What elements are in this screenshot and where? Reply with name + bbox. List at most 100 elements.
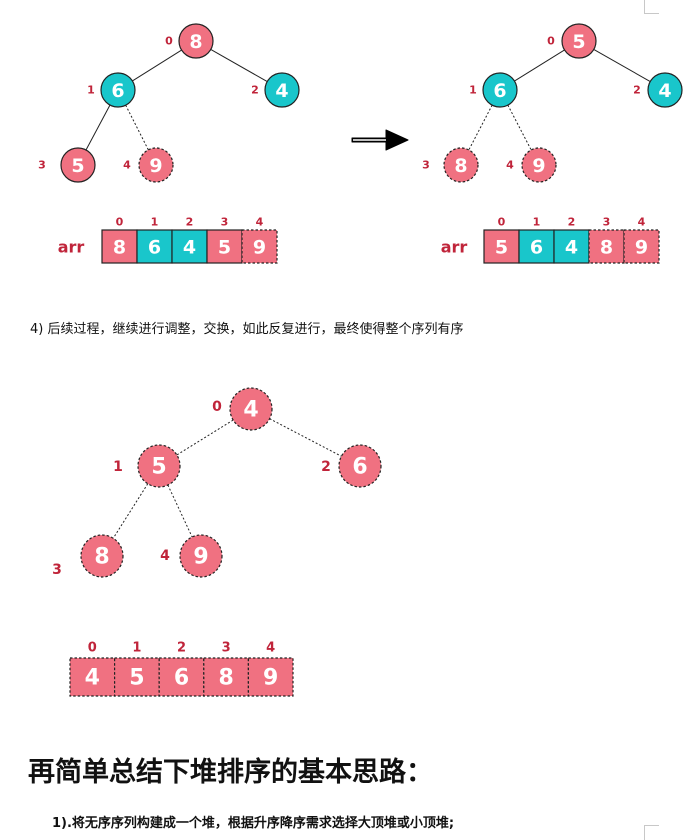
array-cell bbox=[203, 657, 250, 697]
tree-node bbox=[100, 72, 136, 108]
tree-node-value: 6 bbox=[352, 455, 367, 480]
tree-node-value: 4 bbox=[275, 80, 288, 102]
array-cell-value: 8 bbox=[113, 237, 126, 259]
page-corner-mark bbox=[644, 825, 659, 840]
transition-arrow-icon bbox=[351, 129, 409, 151]
tree-node bbox=[521, 147, 557, 183]
tree-node-value: 6 bbox=[493, 80, 506, 102]
array-label: arr bbox=[58, 238, 85, 257]
tree-node bbox=[561, 23, 597, 59]
tree-node bbox=[178, 23, 214, 59]
array-label: arr bbox=[441, 238, 468, 257]
tree-edge bbox=[112, 483, 149, 539]
tree-edge bbox=[85, 104, 111, 151]
array-cell-index: 4 bbox=[266, 641, 275, 656]
tree-node-index: 0 bbox=[165, 35, 173, 48]
tree-node bbox=[229, 387, 273, 431]
tree-node-value: 8 bbox=[189, 31, 202, 53]
array-cell-index: 2 bbox=[568, 216, 576, 229]
array-cell-value: 4 bbox=[183, 237, 196, 259]
tree-node-index: 1 bbox=[469, 84, 477, 97]
step-4-description: 4) 后续过程，继续进行调整，交换，如此反复进行，最终使得整个序列有序 bbox=[30, 322, 464, 337]
tree-node bbox=[137, 444, 181, 488]
tree-node-index: 2 bbox=[251, 84, 259, 97]
tree-node-value: 6 bbox=[111, 80, 124, 102]
tree-node-index: 1 bbox=[87, 84, 95, 97]
tree-node-index: 0 bbox=[212, 399, 222, 415]
tree-node bbox=[647, 72, 683, 108]
tree-node bbox=[264, 72, 300, 108]
tree-node bbox=[80, 534, 124, 578]
array-cell-value: 6 bbox=[148, 237, 161, 259]
array-cell bbox=[483, 229, 520, 264]
tree-node-value: 5 bbox=[572, 31, 585, 53]
tree-node-value: 9 bbox=[193, 545, 208, 570]
array-cell-index: 0 bbox=[116, 216, 124, 229]
tree-node-index: 3 bbox=[52, 562, 62, 578]
array-cell bbox=[113, 657, 160, 697]
tree-node bbox=[443, 147, 479, 183]
array-cell-index: 1 bbox=[533, 216, 541, 229]
step-1-description: 1).将无序序列构建成一个堆，根据升序降序需求选择大顶堆或小顶堆; bbox=[52, 816, 455, 831]
tree-node bbox=[60, 147, 96, 183]
summary-heading: 再简单总结下堆排序的基本思路： bbox=[28, 757, 433, 788]
tree-node bbox=[138, 147, 174, 183]
tree-node-value: 4 bbox=[243, 398, 258, 423]
array-cell-value: 8 bbox=[218, 666, 233, 691]
tree-node-index: 4 bbox=[506, 159, 514, 172]
tree-node-index: 3 bbox=[38, 159, 46, 172]
tree-edge bbox=[210, 48, 268, 83]
array-cell-value: 6 bbox=[530, 237, 543, 259]
tree-node-value: 5 bbox=[71, 155, 84, 177]
array-cell-value: 5 bbox=[495, 237, 508, 259]
tree-node-value: 8 bbox=[454, 155, 467, 177]
tree-edge bbox=[593, 48, 651, 83]
tree-node bbox=[179, 534, 223, 578]
array-cell-index: 3 bbox=[603, 216, 611, 229]
array-cell-value: 4 bbox=[565, 237, 578, 259]
array-cell-index: 3 bbox=[221, 216, 229, 229]
tree-edge bbox=[176, 419, 234, 456]
array-cell bbox=[241, 229, 278, 264]
tree-edge bbox=[507, 104, 532, 151]
array-cell bbox=[623, 229, 660, 264]
tree-edge bbox=[125, 104, 149, 151]
tree-node-value: 9 bbox=[532, 155, 545, 177]
tree-node-index: 1 bbox=[113, 459, 123, 475]
tree-edge bbox=[514, 49, 565, 82]
array-cell bbox=[247, 657, 294, 697]
tree-node-value: 9 bbox=[149, 155, 162, 177]
tree-node-index: 3 bbox=[422, 159, 430, 172]
array-cell-index: 4 bbox=[256, 216, 264, 229]
array-cell bbox=[69, 657, 116, 697]
array-cell-value: 9 bbox=[253, 237, 266, 259]
page-corner-mark bbox=[644, 0, 659, 14]
array-cell-index: 1 bbox=[132, 641, 141, 656]
array-cell-index: 4 bbox=[638, 216, 646, 229]
tree-edge bbox=[468, 104, 493, 151]
array-cell-value: 4 bbox=[85, 666, 100, 691]
array-cell-index: 3 bbox=[222, 641, 231, 656]
tree-node-value: 4 bbox=[658, 80, 671, 102]
array-cell-value: 5 bbox=[218, 237, 231, 259]
tree-edge bbox=[132, 49, 182, 82]
array-cell-value: 6 bbox=[174, 666, 189, 691]
tree-node bbox=[482, 72, 518, 108]
tree-edge bbox=[269, 418, 342, 457]
array-cell-value: 8 bbox=[600, 237, 613, 259]
array-cell-index: 0 bbox=[88, 641, 97, 656]
array-cell-value: 9 bbox=[635, 237, 648, 259]
array-cell-value: 9 bbox=[263, 666, 278, 691]
tree-node-index: 4 bbox=[123, 159, 131, 172]
array-cell-index: 1 bbox=[151, 216, 159, 229]
tree-edge bbox=[167, 484, 193, 538]
tree-node-value: 8 bbox=[94, 545, 109, 570]
array-cell-index: 2 bbox=[177, 641, 186, 656]
array-cell-index: 0 bbox=[498, 216, 506, 229]
array-cell bbox=[553, 229, 590, 264]
tree-node-index: 4 bbox=[160, 548, 170, 564]
